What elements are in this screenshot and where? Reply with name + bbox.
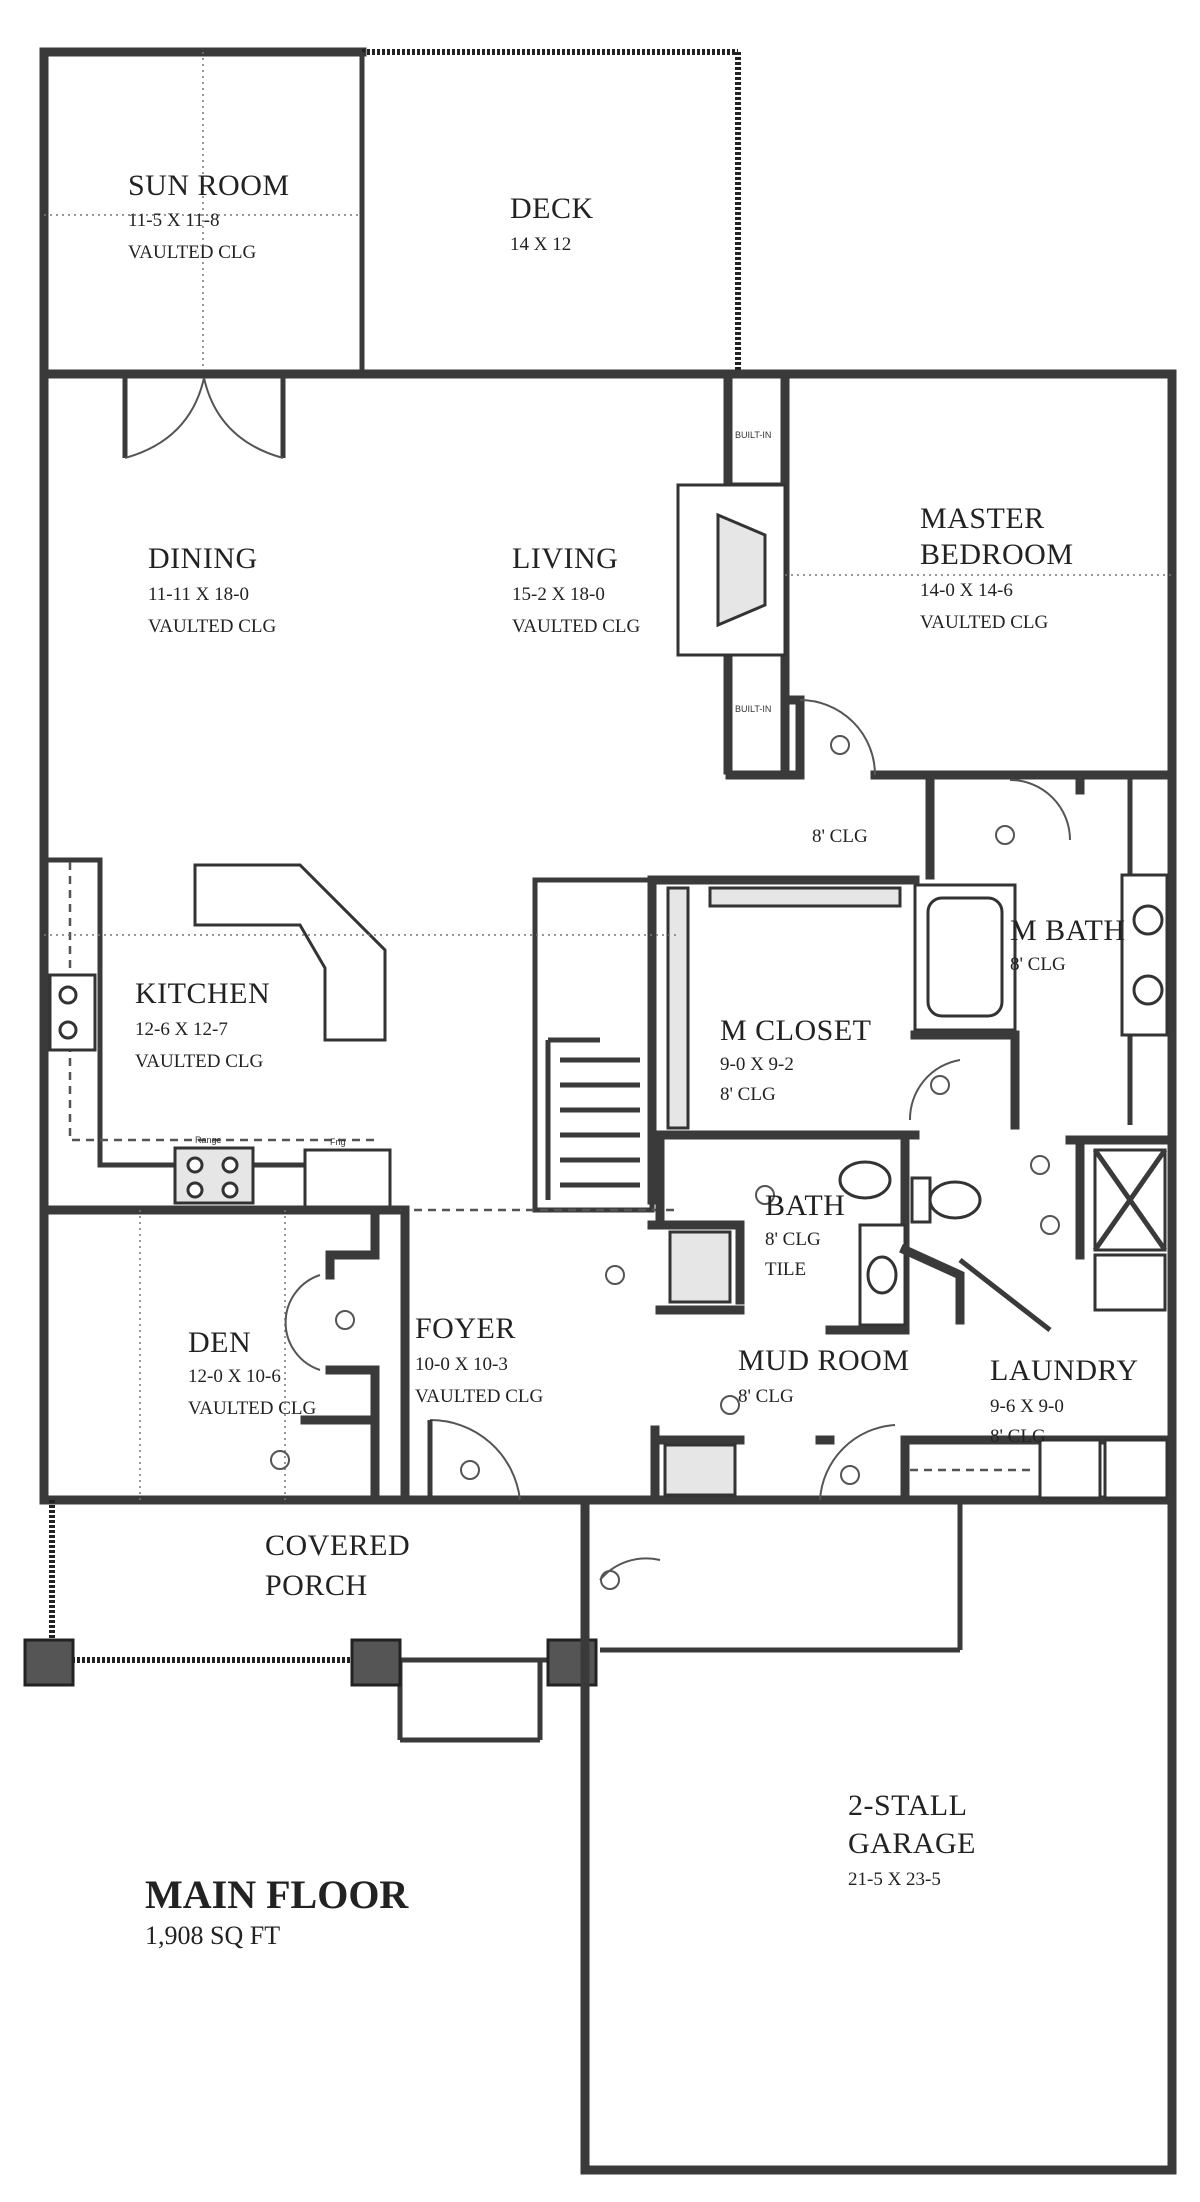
den-foyer-walls [39, 1205, 680, 1505]
refrigerator [303, 1148, 392, 1210]
room-name: DECK [510, 192, 594, 225]
room-name: SUN ROOM [128, 169, 290, 202]
foyer-label: FOYER 10-0 X 10-3 VAULTED CLG [415, 1312, 544, 1407]
room-floor: TILE [765, 1259, 806, 1280]
room-dims: 14-0 X 14-6 [920, 580, 1013, 601]
toilet-icon [838, 1160, 892, 1200]
room-ceiling: VAULTED CLG [512, 616, 641, 637]
room-name: M CLOSET [720, 1014, 872, 1047]
dining-label: DINING 11-11 X 18-0 VAULTED CLG [148, 542, 277, 637]
deck-label: DECK 14 X 12 [510, 192, 594, 255]
m-closet-label: M CLOSET 9-0 X 9-2 8' CLG [720, 1014, 872, 1105]
room-dims: 12-6 X 12-7 [135, 1019, 228, 1040]
floor-title-block: MAIN FLOOR 1,908 SQ FT [145, 1872, 409, 1950]
deck-railing [359, 49, 741, 374]
room-name-line1: COVERED [265, 1529, 410, 1562]
room-name-line2: BEDROOM [920, 538, 1074, 571]
room-dims: 11-5 X 11-8 [128, 210, 219, 231]
room-dims: 21-5 X 23-5 [848, 1869, 941, 1890]
closet-shelf-left [666, 886, 690, 1130]
covered-porch-label: COVERED PORCH [265, 1529, 410, 1602]
room-ceiling: VAULTED CLG [188, 1398, 317, 1419]
kitchen-sink [48, 973, 97, 1052]
room-name-line1: 2-STALL [848, 1789, 967, 1822]
range [173, 1146, 255, 1205]
floor-title: MAIN FLOOR [145, 1872, 409, 1917]
room-dims: 9-6 X 9-0 [990, 1396, 1064, 1417]
room-name: LIVING [512, 542, 618, 575]
fireplace-wall [676, 369, 790, 775]
living-label: LIVING 15-2 X 18-0 VAULTED CLG [512, 542, 641, 637]
stairs [532, 877, 655, 1213]
porch-post [350, 1638, 402, 1687]
built-in-label-upper: BUILT-IN [735, 430, 771, 440]
double-vanity [1120, 873, 1169, 1037]
room-name: DEN [188, 1326, 251, 1359]
room-dims: 12-0 X 10-6 [188, 1366, 281, 1387]
m-bath-label: M BATH 8' CLG [1010, 914, 1126, 975]
room-name: MUD ROOM [738, 1344, 910, 1377]
room-dims: 10-0 X 10-3 [415, 1354, 508, 1375]
room-ceiling: VAULTED CLG [135, 1051, 264, 1072]
garage-label: 2-STALL GARAGE 21-5 X 23-5 [848, 1789, 976, 1890]
room-ceiling: VAULTED CLG [128, 242, 257, 263]
room-name-line2: GARAGE [848, 1827, 976, 1860]
m-bath-fixtures [908, 775, 1169, 1130]
refrigerator-label: Frig [330, 1137, 346, 1147]
bath-label: BATH 8' CLG TILE [765, 1189, 845, 1280]
den-label: DEN 12-0 X 10-6 VAULTED CLG [188, 1326, 317, 1419]
laundry-label: LAUNDRY 9-6 X 9-0 8' CLG [990, 1354, 1139, 1447]
room-ceiling: 8' CLG [990, 1426, 1046, 1447]
bath-mud-laundry-walls [605, 1135, 1177, 1505]
kitchen-island [193, 863, 387, 1042]
master-bedroom-label: MASTER BEDROOM 14-0 X 14-6 VAULTED CLG [920, 502, 1074, 633]
room-name: M BATH [1010, 914, 1126, 947]
dryer [1103, 1438, 1169, 1500]
mud-room-label: MUD ROOM 8' CLG [738, 1344, 910, 1407]
mud-room-bench [663, 1443, 737, 1497]
room-name: FOYER [415, 1312, 516, 1345]
room-ceiling: 8' CLG [1010, 954, 1066, 975]
room-ceiling: 8' CLG [738, 1386, 794, 1407]
room-name: KITCHEN [135, 977, 270, 1010]
room-name: DINING [148, 542, 258, 575]
sink-icon [1132, 904, 1164, 936]
room-dims: 14 X 12 [510, 234, 571, 255]
exterior-walls [39, 369, 1177, 1505]
range-label: Range [195, 1135, 222, 1145]
room-name: LAUNDRY [990, 1354, 1139, 1387]
sun-room-label: SUN ROOM 11-5 X 11-8 VAULTED CLG [128, 169, 290, 263]
french-doors [122, 374, 286, 459]
m-closet-walls [647, 875, 920, 1205]
built-in-label-lower: BUILT-IN [735, 704, 771, 714]
linen-shelves [668, 1230, 732, 1304]
sink-icon [866, 1255, 898, 1295]
room-name-line2: PORCH [265, 1569, 368, 1602]
kitchen-label: KITCHEN 12-6 X 12-7 VAULTED CLG [135, 977, 270, 1072]
closet-shelf-top [708, 886, 902, 908]
room-ceiling: 8' CLG [765, 1229, 821, 1250]
toilet-icon [928, 1180, 982, 1220]
hall-label: 8' CLG [812, 826, 868, 847]
fireplace-hearth-icon [716, 512, 767, 628]
porch-post [23, 1638, 75, 1687]
room-name: BATH [765, 1189, 845, 1222]
room-dims: 9-0 X 9-2 [720, 1054, 794, 1075]
room-ceiling: VAULTED CLG [920, 612, 1049, 633]
kitchen-fixtures [44, 857, 680, 1210]
room-name-line1: MASTER [920, 502, 1045, 535]
room-ceiling: VAULTED CLG [148, 616, 277, 637]
room-dims: 11-11 X 18-0 [148, 584, 249, 605]
master-bedroom-walls [725, 574, 1177, 880]
room-ceiling: 8' CLG [812, 826, 868, 847]
garage-walls [580, 1495, 1177, 2175]
floor-area: 1,908 SQ FT [145, 1921, 280, 1950]
laundry-sink [1093, 1253, 1167, 1312]
room-ceiling: VAULTED CLG [415, 1386, 544, 1407]
sink-icon [1132, 974, 1164, 1006]
room-dims: 15-2 X 18-0 [512, 584, 605, 605]
washer [1038, 1438, 1102, 1500]
room-ceiling: 8' CLG [720, 1084, 776, 1105]
